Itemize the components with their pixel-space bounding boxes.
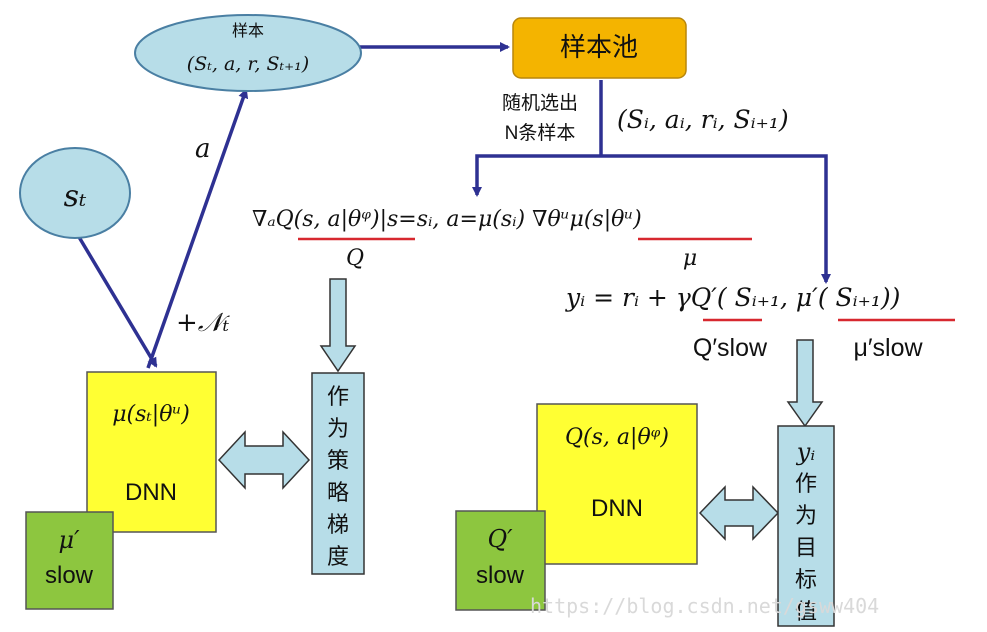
policy-bar-char: 策 [327, 448, 349, 473]
target-formula-text: yᵢ = rᵢ + γQ′( Sᵢ₊₁, μ′( Sᵢ₊₁)) [565, 283, 900, 312]
actor-double-arrow [217, 430, 311, 490]
noise-label: +𝒩ₜ [176, 308, 231, 338]
critic-dnn-formula: Q(s, a|θᵠ) [565, 425, 669, 450]
critic-double-arrow [698, 485, 780, 541]
mu-label: μ [683, 246, 697, 271]
policy-bar-char: 作 [327, 384, 349, 409]
target-bar-char: 值 [795, 599, 817, 624]
sample-pool-box: 样本池 [512, 17, 687, 79]
policy-gradient-text: ∇ₐQ(s, a|θᵠ)|s=sᵢ, a=μ(sᵢ) ∇θᵘμ(s|θᵘ) [252, 207, 642, 232]
critic-slow-label: slow [476, 562, 525, 589]
actor-dnn-formula: μ(sₜ|θᵘ) [112, 402, 190, 427]
state-ellipse: sₜ [19, 147, 131, 239]
target-value-bar: yᵢ 作 为 目 标 值 [777, 425, 835, 627]
watermark: https://blog.csdn.net/gsww404 [530, 594, 879, 618]
state-label: sₜ [64, 179, 87, 214]
sample-ellipse: 样本 (Sₜ, a, r, Sₜ₊₁) [134, 14, 362, 92]
actor-dnn-box: μ(sₜ|θᵘ) DNN [86, 371, 217, 533]
target-bar-char: 目 [795, 535, 817, 560]
state-to-dnn-arrow [74, 231, 158, 368]
policy-down-arrow [319, 278, 357, 373]
batch-tuple: (Sᵢ, aᵢ, rᵢ, Sᵢ₊₁) [617, 105, 789, 134]
actor-slow-symbol: μ′ [58, 526, 80, 554]
sample-tuple: (Sₜ, a, r, Sₜ₊₁) [187, 53, 309, 75]
policy-gradient-formula: ∇ₐQ(s, a|θᵠ)|s=sᵢ, a=μ(sᵢ) ∇θᵘμ(s|θᵘ) Q … [252, 207, 752, 271]
actor-slow-label: slow [45, 562, 94, 589]
action-label: a [195, 134, 211, 164]
actor-slow-box: μ′ slow [25, 511, 114, 610]
target-formula: yᵢ = rᵢ + γQ′( Sᵢ₊₁, μ′( Sᵢ₊₁)) Q′slow μ… [565, 283, 955, 362]
policy-bar-char: 梯 [327, 512, 349, 537]
q-label: Q [346, 246, 364, 271]
sample-title: 样本 [232, 22, 264, 40]
critic-dnn-box: Q(s, a|θᵠ) DNN [536, 403, 698, 565]
policy-bar-char: 略 [327, 480, 349, 505]
random-select-line1: 随机选出 [502, 92, 578, 114]
target-bar-head: yᵢ [796, 438, 816, 466]
flow-lines [74, 42, 831, 369]
mu-slow-label: μ′slow [853, 334, 923, 362]
policy-bar-char: 度 [327, 544, 349, 569]
random-select-line2: N条样本 [505, 122, 576, 144]
dnn-to-sample-arrow [146, 88, 249, 369]
policy-bar-char: 为 [327, 416, 349, 441]
policy-gradient-bar: 作 为 策 略 梯 度 [311, 372, 365, 575]
critic-dnn-label: DNN [591, 495, 643, 522]
target-bar-char: 为 [795, 503, 817, 528]
target-down-arrow [786, 339, 824, 428]
branch-left-arrow [472, 154, 601, 197]
critic-slow-box: Q′ slow [455, 510, 546, 611]
actor-dnn-label: DNN [125, 479, 177, 506]
branch-right-arrow [601, 154, 831, 284]
critic-slow-symbol: Q′ [487, 525, 513, 553]
sample-pool-label: 样本池 [560, 32, 638, 62]
target-bar-char: 标 [795, 567, 817, 592]
q-slow-label: Q′slow [693, 334, 768, 362]
target-bar-char: 作 [795, 471, 817, 496]
